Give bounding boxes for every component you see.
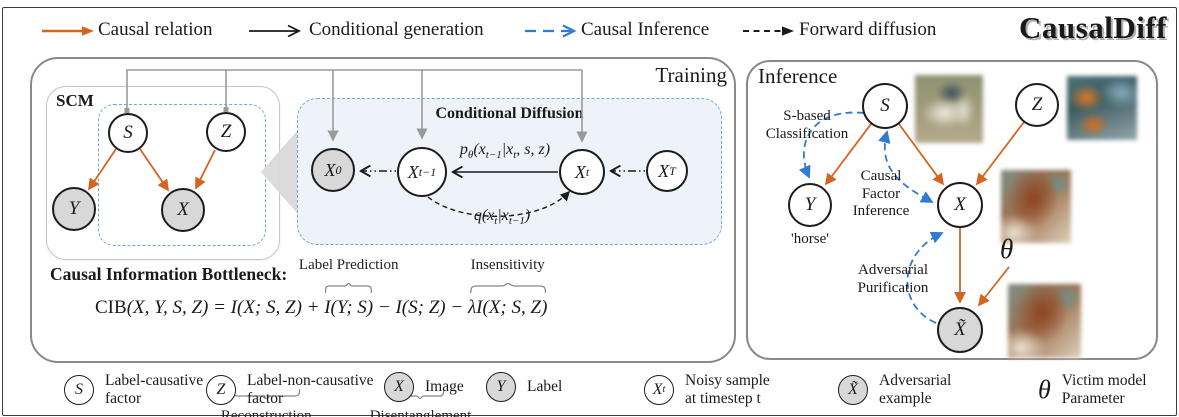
conditional-diffusion-title: Conditional Diffusion [435, 105, 584, 122]
overbrace-icon [470, 283, 546, 293]
p-theta-label: pθ(xt−1|xt, s, z) [459, 141, 551, 162]
training-title: Training [655, 63, 727, 87]
cib-label-reconstruction: Reconstruction [220, 408, 312, 417]
inference-node-z: Z [1015, 83, 1059, 127]
cib-seg-minus1: − [373, 297, 396, 318]
legend-item-y: Y Label [486, 372, 562, 402]
legend-item-x: X Image [384, 372, 464, 402]
cib-seg-args: (X, Y, S, Z) = [126, 297, 231, 318]
cib-label-insensitivity: Insensitivity [470, 257, 545, 273]
inference-node-x: X [937, 182, 983, 228]
q-label: q(xt|xt−1) [473, 207, 531, 228]
cib-seg-label-prediction: I(Y; S) Label Prediction [298, 257, 399, 318]
overbrace-icon [325, 283, 372, 293]
inference-node-s: S [862, 83, 908, 129]
cib-seg-reconstruction: I(X; S, Z) Reconstruction [221, 297, 312, 417]
scm-node-z: Z [206, 112, 246, 152]
legend-conditional-generation: Conditional generation [309, 19, 484, 40]
brand-title: CausalDiff [1019, 10, 1167, 45]
horse-rider-image [915, 75, 983, 143]
cib-heading: Causal Information Bottleneck: [50, 264, 288, 284]
legend-circle-x: X [384, 372, 414, 402]
legend-circle-z: Z [206, 374, 236, 405]
cib-seg-insensitivity: λI(X; S, Z) Insensitivity [467, 257, 548, 318]
node-xT-base: X [658, 160, 670, 181]
y-caption-horse: 'horse' [791, 231, 829, 247]
inference-title: Inference [758, 64, 838, 88]
legend-theta-symbol: θ [1038, 374, 1051, 404]
legend-circle-s: S [64, 374, 94, 405]
causal-inference-arrow-icon [525, 24, 577, 38]
conditional-generation-arrow-icon [249, 24, 301, 38]
legend-circle-xtilde: X̃ [838, 374, 868, 405]
adversarial-horse-head-image [1008, 284, 1081, 358]
scm-label: SCM [56, 91, 94, 110]
causal-relation-arrow-icon [42, 26, 94, 36]
machinery-image [1067, 76, 1137, 140]
causal-factor-inference-label: Causal Factor Inference [852, 168, 910, 220]
inference-node-y: Y [788, 183, 832, 227]
legend-causal-inference: Causal Inference [581, 19, 710, 40]
cib-seg-cib: CIB [95, 297, 127, 318]
node-xt1-base: X [407, 161, 419, 182]
legend-circle-y: Y [486, 372, 516, 402]
scm-node-y: Y [52, 187, 96, 231]
adversarial-purification-label: Adversarial Purification [857, 262, 929, 296]
legend-label-x: Image [425, 378, 464, 396]
cib-seg-plus: + [301, 297, 325, 318]
cib-formula: CIB (X, Y, S, Z) = I(X; S, Z) Reconstruc… [95, 257, 548, 417]
cib-label-label-prediction: Label Prediction [298, 257, 399, 273]
cib-seg-minus2: − [445, 297, 468, 318]
node-x0-base: X [324, 159, 336, 180]
figure-frame [2, 7, 1177, 416]
node-xt-base: X [574, 161, 586, 182]
legend-forward-diffusion: Forward diffusion [799, 19, 937, 40]
cib-label-disentanglement: Disentanglement [369, 408, 472, 417]
inference-node-xtilde: X̃ [937, 307, 983, 353]
legend-causal-relation: Causal relation [98, 19, 213, 40]
underbrace-icon [232, 389, 300, 399]
scm-node-x: X [161, 188, 205, 232]
forward-diffusion-arrow-icon [743, 26, 794, 36]
horse-head-image [1001, 170, 1071, 243]
legend-label-y: Label [527, 378, 563, 396]
scm-node-s: S [108, 113, 148, 153]
s-based-classification-label: S-based Classification [765, 108, 849, 142]
theta-symbol: θ [1000, 234, 1014, 264]
cib-seg-disentanglement: I(S; Z) Disentanglement [370, 297, 472, 417]
